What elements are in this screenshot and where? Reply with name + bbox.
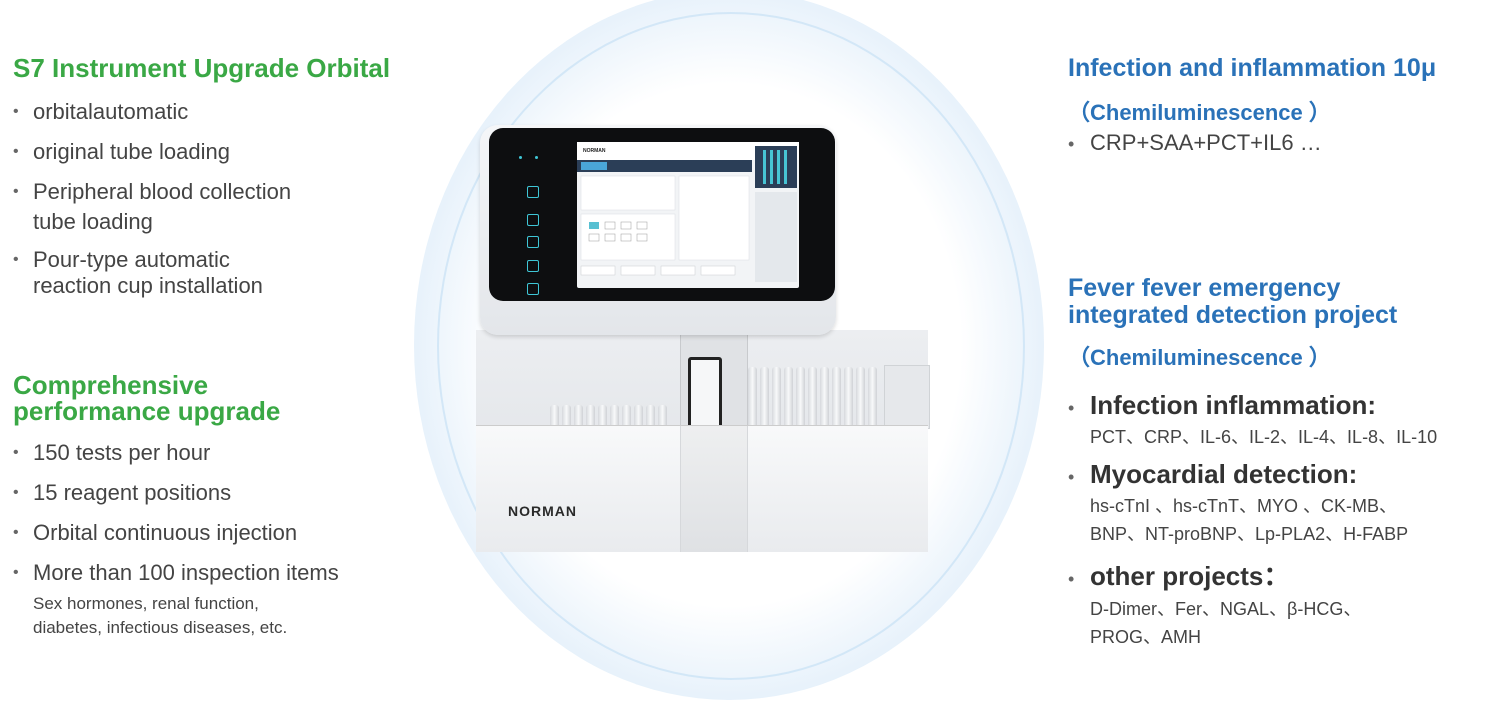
list-item-text: Peripheral blood collection tube loading: [33, 179, 292, 234]
tube: [784, 367, 793, 427]
list-item-text: 150 tests per hour: [33, 440, 211, 465]
tube: [808, 367, 817, 427]
upgrade-orbital-list: • orbitalautomatic • original tube loadi…: [13, 97, 393, 299]
list-item: • More than 100 inspection items: [13, 558, 413, 592]
list-item: • 150 tests per hour: [13, 438, 413, 478]
maintenance-icon: [527, 260, 539, 272]
project-group-title: other projects：: [1090, 561, 1290, 591]
list-item-text: orbitalautomatic: [33, 99, 189, 124]
performance-list: • 150 tests per hour • 15 reagent positi…: [13, 438, 413, 640]
home-icon: [527, 186, 539, 198]
tube: [634, 405, 643, 427]
bullet-icon: •: [1068, 398, 1075, 418]
brand-logo: NORMAN: [508, 503, 577, 519]
list-item: • Pour-type automatic reaction cup insta…: [13, 247, 393, 299]
front-channel: [680, 426, 748, 552]
project-group-items: PCT、CRP、IL-6、IL-2、IL-4、IL-8、IL-10: [1090, 427, 1438, 447]
screen-bezel: NORMAN: [489, 128, 835, 301]
list-item: • orbitalautomatic: [13, 97, 393, 137]
list-item: • original tube loading: [13, 137, 393, 177]
screen-brand: NORMAN: [583, 148, 606, 154]
tube: [748, 367, 757, 427]
tube-rack-right: [748, 367, 877, 427]
tube: [658, 405, 667, 427]
bullet-icon: •: [13, 484, 19, 501]
tube: [796, 367, 805, 427]
project-group-items: D-Dimer、Fer、NGAL、β-HCG、 PROG、AMH: [1090, 599, 1362, 647]
list-item: • Orbital continuous injection: [13, 518, 413, 558]
tube: [856, 367, 865, 427]
bullet-icon: •: [1068, 467, 1075, 487]
tube: [622, 405, 631, 427]
bottle-icon: [527, 283, 539, 295]
tube: [820, 367, 829, 427]
tube: [598, 405, 607, 427]
tube: [832, 367, 841, 427]
bullet-icon: •: [13, 251, 19, 268]
project-group: • Infection inflammation:: [1068, 390, 1498, 421]
section-title-infection: Infection and inflammation 10μ: [1068, 54, 1437, 82]
reagent-icon: [527, 236, 539, 248]
tube: [868, 367, 877, 427]
instrument-screen: NORMAN: [577, 142, 799, 288]
list-item-text: Orbital continuous injection: [33, 520, 298, 545]
list-item-text: original tube loading: [33, 139, 230, 164]
inspection-items-note: Sex hormones, renal function, diabetes, …: [33, 594, 288, 637]
status-led: [535, 156, 538, 159]
tube: [610, 405, 619, 427]
instrument-front-panel: [476, 425, 928, 552]
bullet-icon: •: [13, 103, 19, 120]
tube: [772, 367, 781, 427]
bullet-icon: •: [13, 183, 19, 200]
section-title-performance: Comprehensive performance upgrade: [13, 370, 281, 426]
project-group-title: Myocardial detection:: [1090, 459, 1358, 489]
section-title-upgrade-orbital: S7 Instrument Upgrade Orbital: [13, 53, 391, 83]
project-group: • other projects：: [1068, 556, 1498, 593]
screen-ui-illustration: NORMAN: [577, 142, 799, 282]
fever-project-groups: • Infection inflammation: PCT、CRP、IL-6、I…: [1068, 390, 1498, 651]
tube: [586, 405, 595, 427]
bullet-icon: •: [13, 524, 19, 541]
tube: [760, 367, 769, 427]
chemiluminescence-subtitle: （Chemiluminescence ）: [1068, 345, 1331, 370]
sample-icon: [527, 214, 539, 226]
list-item-text: More than 100 inspection items: [33, 560, 339, 585]
list-item: • 15 reagent positions: [13, 478, 413, 518]
list-item-text: 15 reagent positions: [33, 480, 232, 505]
tube: [550, 405, 559, 427]
instrument-side-module: [884, 365, 930, 429]
instrument-image: NORMAN NORMAN: [476, 125, 930, 553]
bullet-icon: •: [13, 564, 19, 581]
list-item: • Peripheral blood collection tube loadi…: [13, 177, 393, 247]
project-group-title: Infection inflammation:: [1090, 390, 1376, 420]
project-group: • Myocardial detection:: [1068, 459, 1498, 490]
sample-inlet: [688, 357, 722, 433]
section-title-fever: Fever fever emergency integrated detecti…: [1068, 274, 1398, 329]
bullet-icon: •: [13, 444, 19, 461]
chemiluminescence-subtitle: （Chemiluminescence ）: [1068, 100, 1331, 125]
bullet-icon: •: [13, 143, 19, 160]
tube: [646, 405, 655, 427]
bullet-icon: •: [1068, 134, 1075, 154]
project-group-items: hs-cTnI 、hs-cTnT、MYO 、CK-MB、 BNP、NT-proB…: [1090, 496, 1409, 544]
tube-rack-left: [550, 405, 667, 427]
tube: [562, 405, 571, 427]
tube: [844, 367, 853, 427]
background-ring: [437, 12, 1025, 680]
tube: [574, 405, 583, 427]
list-item: • CRP+SAA+PCT+IL6 …: [1068, 130, 1322, 156]
bullet-icon: •: [1068, 569, 1075, 589]
status-led: [519, 156, 522, 159]
instrument-head: NORMAN: [480, 125, 836, 335]
list-item-text: Pour-type automatic reaction cup install…: [33, 247, 263, 298]
list-item-text: CRP+SAA+PCT+IL6 …: [1090, 130, 1322, 155]
